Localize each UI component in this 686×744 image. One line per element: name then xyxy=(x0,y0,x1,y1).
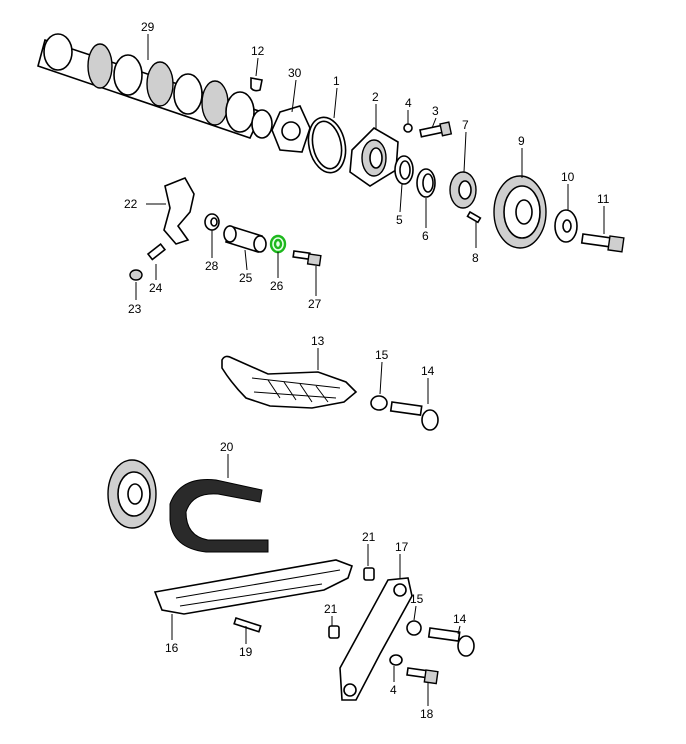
upper-rail-seal[interactable] xyxy=(370,395,388,411)
leader-lines xyxy=(135,34,605,706)
callout-4-lower: 4 xyxy=(390,683,397,697)
callout-29: 29 xyxy=(141,20,155,34)
rocker-arm[interactable] xyxy=(163,176,195,245)
bearing-flange[interactable] xyxy=(349,126,399,187)
callout-23: 23 xyxy=(128,302,142,316)
camshaft-sprocket[interactable] xyxy=(493,175,547,249)
bushing-upper[interactable] xyxy=(363,567,375,581)
sprocket-washer[interactable] xyxy=(554,209,578,243)
rocker-bushing[interactable] xyxy=(204,213,220,231)
callout-11: 11 xyxy=(597,192,610,206)
sealing-ring[interactable] xyxy=(269,234,287,254)
woodruff-key[interactable] xyxy=(250,77,263,92)
callout-14-upper: 14 xyxy=(421,364,435,378)
adjusting-screw[interactable] xyxy=(146,243,167,261)
rocker-shaft[interactable] xyxy=(223,224,267,254)
callout-28: 28 xyxy=(205,259,219,273)
callout-15-lower: 15 xyxy=(410,592,424,606)
tensioner-arm[interactable] xyxy=(339,577,413,701)
callout-21-lower: 21 xyxy=(324,602,338,616)
drive-sprocket[interactable] xyxy=(107,459,157,529)
callout-18: 18 xyxy=(420,707,434,721)
sprocket-bolt[interactable] xyxy=(580,233,625,253)
callout-6: 6 xyxy=(422,229,429,243)
small-sprocket[interactable] xyxy=(449,171,477,209)
callout-19: 19 xyxy=(239,645,253,659)
callout-13: 13 xyxy=(311,334,325,348)
tensioner-bolt[interactable] xyxy=(406,667,439,685)
callout-22: 22 xyxy=(124,197,138,211)
lower-guide-rail[interactable] xyxy=(153,559,354,615)
callout-26: 26 xyxy=(270,279,284,293)
upper-guide-rail[interactable] xyxy=(221,355,358,409)
guide-pin[interactable] xyxy=(233,616,262,633)
timing-chain[interactable] xyxy=(169,479,269,553)
callout-9: 9 xyxy=(518,134,525,148)
callout-14-lower: 14 xyxy=(453,612,467,626)
callout-8: 8 xyxy=(472,251,479,265)
bolt-washer[interactable] xyxy=(389,654,403,666)
callout-1: 1 xyxy=(333,74,340,88)
lower-rail-pin[interactable] xyxy=(427,627,475,657)
callout-12: 12 xyxy=(251,44,265,58)
callout-25: 25 xyxy=(239,271,253,285)
camshaft[interactable] xyxy=(37,33,273,139)
callout-labels: 29 12 30 1 2 4 3 7 9 10 11 5 6 8 22 28 2… xyxy=(124,20,610,721)
callout-4: 4 xyxy=(405,96,412,110)
bushing-lower[interactable] xyxy=(328,625,340,639)
lower-rail-seal[interactable] xyxy=(406,620,422,636)
callout-10: 10 xyxy=(561,170,575,184)
callout-3: 3 xyxy=(432,104,439,118)
lock-nut[interactable] xyxy=(129,269,143,281)
callout-30: 30 xyxy=(288,66,302,80)
dowel-pin[interactable] xyxy=(466,210,482,224)
callout-21-upper: 21 xyxy=(362,530,376,544)
bolt[interactable] xyxy=(419,121,453,138)
shaft-bolt[interactable] xyxy=(292,250,322,267)
callout-15-upper: 15 xyxy=(375,348,389,362)
gasket-plate[interactable] xyxy=(271,105,311,153)
callout-16: 16 xyxy=(165,641,179,655)
callout-5: 5 xyxy=(396,213,403,227)
callout-20: 20 xyxy=(220,440,234,454)
spacer-ring[interactable] xyxy=(416,168,436,198)
seal-ring[interactable] xyxy=(394,155,414,185)
callout-24: 24 xyxy=(149,281,163,295)
washer[interactable] xyxy=(403,123,413,133)
callout-7: 7 xyxy=(462,118,469,132)
upper-rail-pin[interactable] xyxy=(389,401,439,431)
callout-2: 2 xyxy=(372,90,379,104)
callout-27: 27 xyxy=(308,297,322,311)
callout-17: 17 xyxy=(395,540,409,554)
o-ring-inner xyxy=(311,120,343,170)
